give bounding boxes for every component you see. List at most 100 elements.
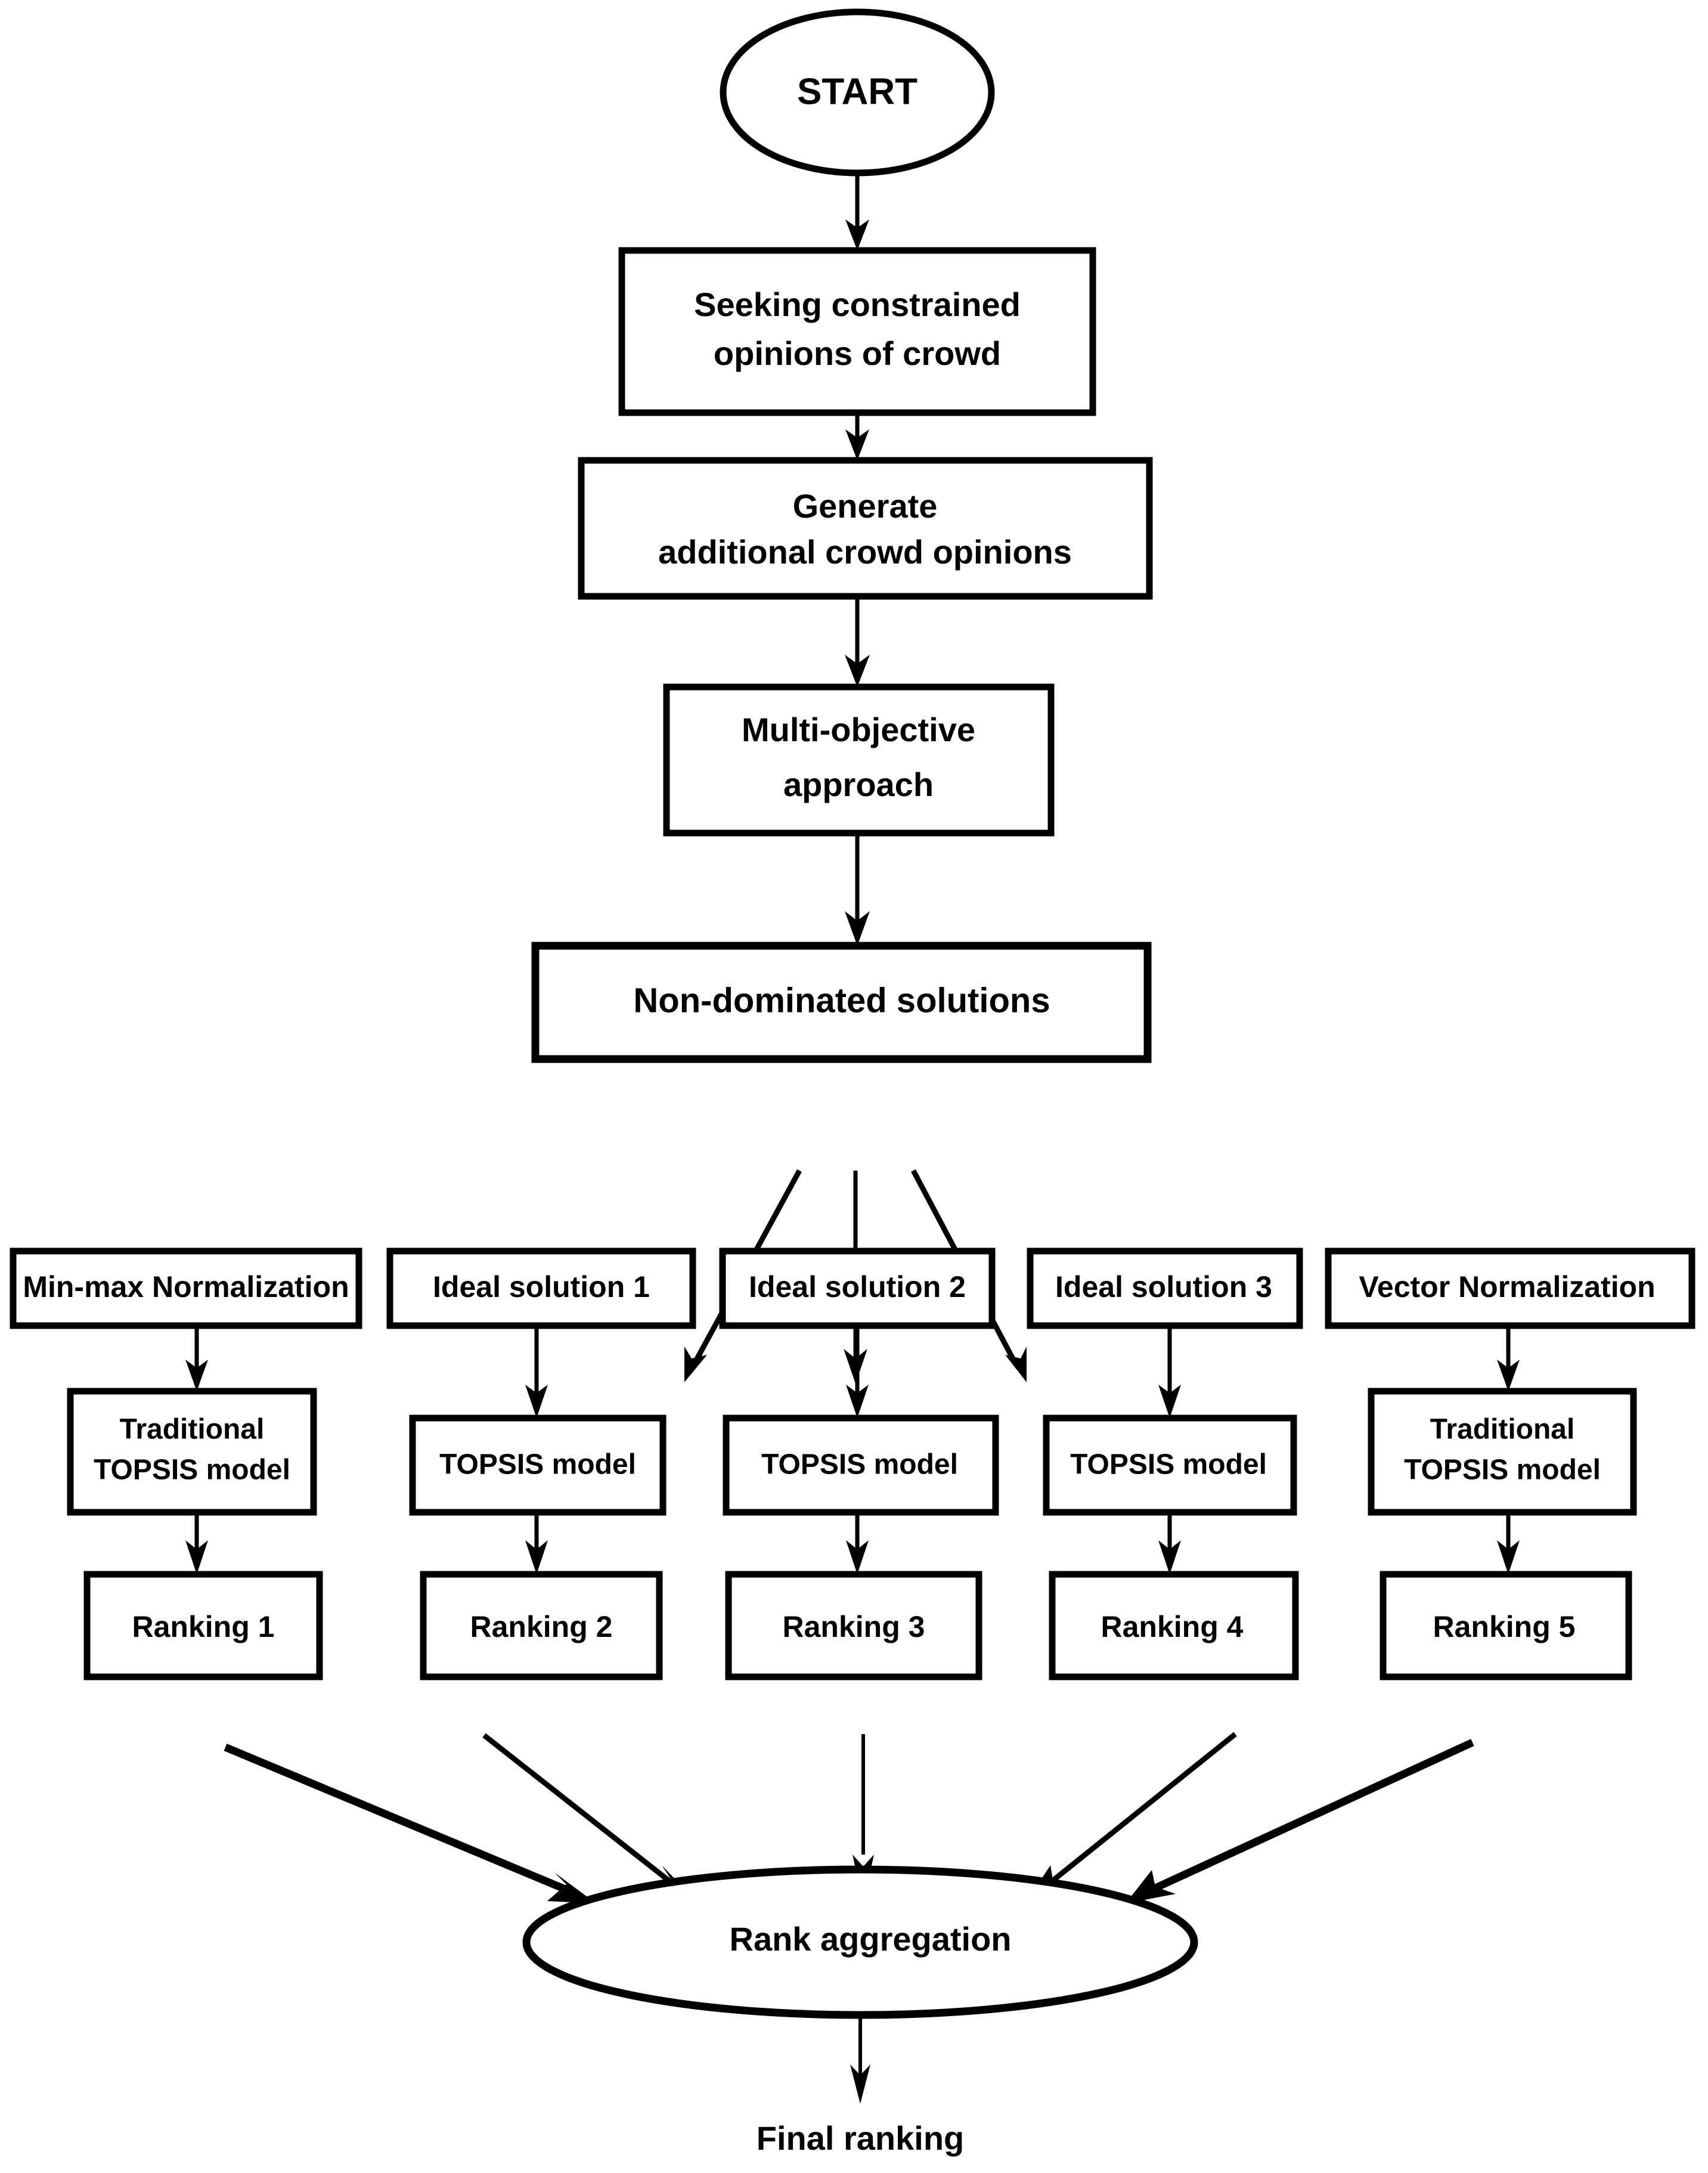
model-label-line2-col5: TOPSIS model <box>1404 1454 1601 1486</box>
model-label-line1-col4: TOPSIS model <box>1070 1449 1267 1481</box>
seeking-label-line2: opinions of crowd <box>714 335 1001 372</box>
edge-ranking4-to-aggregation <box>1027 1732 1237 1901</box>
edge-model-to-ranking-col2 <box>525 1512 548 1574</box>
seeking-label-line1: Seeking constrained <box>694 286 1021 323</box>
edge-method-to-model-col3 <box>846 1326 869 1418</box>
multiobjective-label-line2: approach <box>783 766 934 803</box>
arrowhead-icon <box>185 1360 208 1391</box>
column-3: Ideal solution 2 TOPSIS model Ranking 3 <box>719 1248 999 1680</box>
start-ellipse-shape <box>720 8 995 177</box>
ranking-box-shape-col5 <box>1380 1571 1632 1680</box>
node-non-dominated-solutions[interactable]: Non-dominated solutions <box>531 942 1152 1063</box>
arrowhead-icon <box>845 219 869 250</box>
multiobjective-box-shape <box>663 683 1055 837</box>
node-method-col2[interactable]: Ideal solution 1 <box>386 1248 696 1329</box>
ranking-box-shape-col1 <box>83 1571 323 1680</box>
arrowhead-icon <box>846 1385 869 1418</box>
node-ranking-col2[interactable]: Ranking 2 <box>420 1571 663 1680</box>
node-method-col5[interactable]: Vector Normalization <box>1325 1248 1695 1329</box>
edge-method-to-model-col5 <box>1497 1326 1520 1391</box>
arrowhead-icon <box>185 1540 208 1574</box>
edge-aggregation-to-final-ranking <box>850 2015 870 2104</box>
node-ranking-col4[interactable]: Ranking 4 <box>1049 1571 1299 1680</box>
model-label-line1-col5: Traditional <box>1430 1414 1575 1445</box>
node-model-col1[interactable]: Traditional TOPSIS model <box>67 1388 317 1516</box>
node-ranking-col5[interactable]: Ranking 5 <box>1380 1571 1632 1680</box>
method-box-shape-col3 <box>719 1248 996 1329</box>
ranking-label-col2: Ranking 2 <box>470 1610 613 1643</box>
node-generate-additional-opinions[interactable]: Generate additional crowd opinions <box>578 457 1153 600</box>
model-box-shape-col2 <box>409 1414 667 1516</box>
ranking-label-col1: Ranking 1 <box>132 1610 275 1643</box>
node-seeking-constrained-opinions[interactable]: Seeking constrained opinions of crowd <box>618 247 1096 416</box>
column-4: Ideal solution 3 TOPSIS model Ranking 4 <box>1027 1248 1303 1680</box>
edge-generate-to-multiobjective <box>845 596 870 687</box>
model-box-shape-col1 <box>67 1388 317 1516</box>
node-rank-aggregation[interactable]: Rank aggregation <box>522 1865 1198 2019</box>
seeking-box-shape <box>618 247 1096 416</box>
node-start[interactable]: START <box>720 8 995 177</box>
arrowhead-icon <box>684 1346 707 1382</box>
node-method-col3[interactable]: Ideal solution 2 <box>719 1248 996 1329</box>
ranking-box-shape-col2 <box>420 1571 663 1680</box>
edge-ranking2-to-aggregation <box>482 1733 696 1901</box>
method-label-col2: Ideal solution 1 <box>433 1270 650 1304</box>
arrowhead-icon <box>845 429 869 460</box>
generate-box-shape <box>578 457 1153 600</box>
rank-aggregation-label: Rank aggregation <box>730 1920 1012 1958</box>
edge-model-to-ranking-col1 <box>185 1512 208 1574</box>
generate-label-line2: additional crowd opinions <box>658 533 1072 571</box>
method-box-shape-col4 <box>1027 1248 1303 1329</box>
arrowhead-icon <box>1158 1540 1181 1574</box>
edge-method-to-model-col2 <box>525 1326 548 1418</box>
model-label-line1-col2: TOPSIS model <box>439 1449 636 1481</box>
arrowhead-icon <box>1126 1870 1176 1903</box>
ranking-label-col4: Ranking 4 <box>1101 1610 1244 1643</box>
node-multi-objective-approach[interactable]: Multi-objective approach <box>663 683 1055 837</box>
arrowhead-icon <box>525 1385 548 1418</box>
edge-method-to-model-col4 <box>1158 1326 1181 1418</box>
edge-model-to-ranking-col3 <box>846 1512 869 1574</box>
node-model-col5[interactable]: Traditional TOPSIS model <box>1368 1388 1637 1516</box>
model-box-shape-col5 <box>1368 1388 1637 1516</box>
edge-model-to-ranking-col4 <box>1158 1512 1181 1574</box>
column-5: Vector Normalization Traditional TOPSIS … <box>1325 1248 1695 1680</box>
edge-multiobjective-to-nondominated <box>845 833 870 946</box>
node-method-col4[interactable]: Ideal solution 3 <box>1027 1248 1303 1329</box>
column-1: Min-max Normalization Traditional TOPSIS… <box>10 1248 362 1680</box>
model-label-line1-col1: Traditional <box>120 1414 265 1445</box>
edge-start-to-seeking <box>845 174 869 250</box>
method-label-col4: Ideal solution 3 <box>1055 1270 1272 1304</box>
ranking-box-shape-col3 <box>725 1571 982 1680</box>
arrowhead-icon <box>1005 1346 1027 1382</box>
model-label-line1-col3: TOPSIS model <box>761 1449 958 1481</box>
ranking-label-col3: Ranking 3 <box>783 1610 925 1643</box>
node-model-col3[interactable]: TOPSIS model <box>723 1414 999 1516</box>
edge-method-to-model-col1 <box>185 1326 208 1391</box>
column-2: Ideal solution 1 TOPSIS model Ranking 2 <box>386 1248 696 1680</box>
arrowhead-icon <box>547 1872 596 1903</box>
node-ranking-col1[interactable]: Ranking 1 <box>83 1571 323 1680</box>
ranking-label-col5: Ranking 5 <box>1433 1610 1576 1643</box>
method-label-col3: Ideal solution 2 <box>749 1270 966 1304</box>
arrowhead-icon <box>1158 1385 1181 1418</box>
node-method-col1[interactable]: Min-max Normalization <box>10 1248 362 1329</box>
arrowhead-icon <box>846 1540 869 1574</box>
nondominated-box-shape <box>531 942 1152 1063</box>
model-label-line2-col1: TOPSIS model <box>94 1454 290 1486</box>
edge-seeking-to-generate <box>845 413 869 460</box>
method-box-shape-col2 <box>386 1248 696 1329</box>
start-label: START <box>797 71 917 112</box>
arrowhead-icon <box>1497 1540 1520 1574</box>
edge-ranking5-to-aggregation <box>1126 1739 1474 1903</box>
node-model-col2[interactable]: TOPSIS model <box>409 1414 667 1516</box>
arrowhead-icon <box>845 655 870 687</box>
node-model-col4[interactable]: TOPSIS model <box>1043 1414 1297 1516</box>
node-ranking-col3[interactable]: Ranking 3 <box>725 1571 982 1680</box>
method-box-shape-col1 <box>10 1248 362 1329</box>
multiobjective-label-line1: Multi-objective <box>742 711 975 748</box>
node-final-ranking: Final ranking <box>757 2119 965 2157</box>
edge-model-to-ranking-col5 <box>1497 1512 1520 1574</box>
